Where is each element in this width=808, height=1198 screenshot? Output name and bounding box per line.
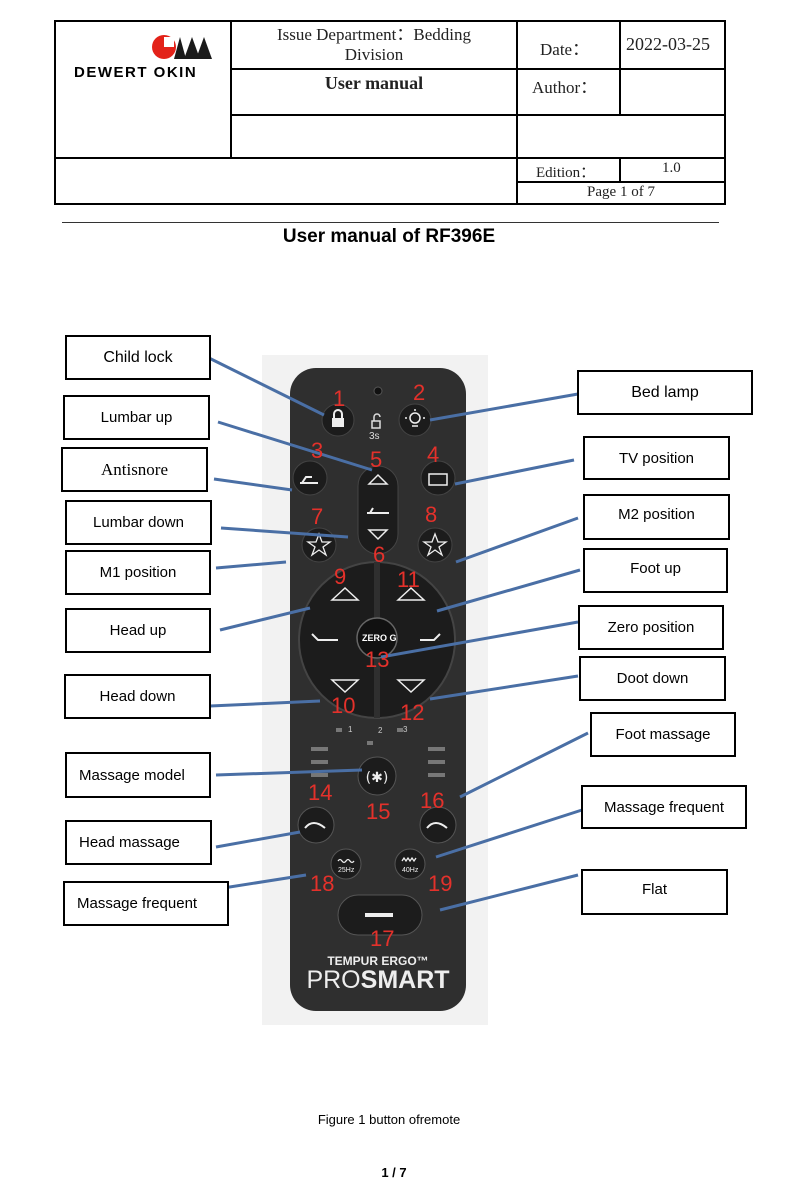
- lumbar-icon: [367, 507, 389, 514]
- separator-line: [62, 222, 719, 223]
- freq-25hz-button: [330, 848, 362, 880]
- unlock-icon: [371, 413, 381, 429]
- callout-doot-down: Doot down: [579, 656, 726, 701]
- callout-bed-lamp: Bed lamp: [577, 370, 753, 415]
- callout-head-up: Head up: [65, 608, 211, 653]
- num-1: 1: [333, 386, 346, 411]
- foot-down-arrow-icon: [396, 679, 426, 694]
- vibration-icon: (✱): [366, 770, 389, 786]
- num-17: 17: [370, 926, 395, 951]
- level-2-label: 2: [378, 726, 383, 735]
- callout-foot-massage: Foot massage: [590, 712, 736, 757]
- freq-40hz-label: 40Hz: [402, 867, 419, 874]
- callout-antisnore: Antisnore: [61, 447, 208, 492]
- num-9: 9: [334, 564, 347, 589]
- callout-head-massage: Head massage: [65, 820, 212, 865]
- lumbar-rocker: [357, 465, 399, 555]
- edition-value: 1.0: [662, 160, 681, 176]
- freq-40hz-button: [394, 848, 426, 880]
- num-14: 14: [308, 780, 333, 805]
- lumbar-down-arrow-icon: [367, 529, 389, 541]
- callout-child-lock: Child lock: [65, 335, 211, 380]
- num-3: 3: [311, 438, 324, 463]
- lock-icon: [332, 418, 344, 427]
- lock-hint-label: 3s: [369, 431, 380, 442]
- num-6: 6: [373, 542, 386, 567]
- brand-smart: SMART: [360, 966, 450, 994]
- foot-bed-icon: [420, 633, 441, 641]
- star-icon-m2: [421, 532, 449, 557]
- num-4: 4: [427, 442, 440, 467]
- num-18: 18: [310, 871, 335, 896]
- foot-up-arrow-icon: [396, 586, 426, 601]
- brand-pro: PRO: [306, 966, 361, 994]
- massage-mode-button: [357, 756, 397, 796]
- callout-massage-frequent-right: Massage frequent: [581, 785, 747, 829]
- date-value: 2022-03-25: [626, 34, 710, 54]
- num-16: 16: [420, 788, 445, 813]
- company-logo: [152, 35, 212, 59]
- tv-position-button: [420, 460, 456, 496]
- brand-line: TEMPUR ERGO™: [327, 954, 429, 968]
- manual-label: User manual: [324, 73, 424, 93]
- head-massage-button: [297, 806, 335, 844]
- zero-g-button: [356, 617, 398, 659]
- issue-department: Issue Department：Bedding Division: [276, 25, 472, 64]
- author-label: Author：: [532, 78, 598, 97]
- callout-foot-up: Foot up: [583, 548, 728, 593]
- indicator-led: [373, 386, 383, 396]
- level-1-label: 1: [348, 725, 353, 734]
- leader-lines: [208, 356, 589, 912]
- head-down-arrow-icon: [330, 679, 360, 694]
- num-5: 5: [370, 447, 383, 472]
- figure-caption: Figure 1 button ofremote: [317, 1112, 461, 1127]
- callout-m1-position: M1 position: [65, 550, 211, 595]
- bed-lamp-button: [398, 403, 432, 437]
- head-massage-icon: [304, 822, 326, 829]
- wave-icon-40: [401, 856, 417, 863]
- m2-position-button: [417, 527, 453, 563]
- page-info: Page 1 of 7: [587, 184, 655, 200]
- star-icon-m1: [305, 532, 333, 557]
- num-8: 8: [425, 502, 438, 527]
- num-2: 2: [413, 380, 426, 405]
- callout-head-down: Head down: [64, 674, 211, 719]
- head-up-arrow-icon: [330, 586, 360, 601]
- num-12: 12: [400, 700, 425, 725]
- callout-lumbar-down: Lumbar down: [65, 500, 212, 545]
- company-name: DEWERT OKIN: [74, 64, 198, 81]
- num-19: 19: [428, 871, 453, 896]
- num-15: 15: [366, 799, 391, 824]
- num-10: 10: [331, 693, 356, 718]
- freq-25hz-label: 25Hz: [338, 867, 355, 874]
- callout-m2-position: M2 position: [583, 494, 730, 540]
- level-3-label: 3: [403, 725, 408, 734]
- callout-flat: Flat: [581, 869, 728, 915]
- wave-icon-25: [337, 858, 355, 864]
- num-7: 7: [311, 504, 324, 529]
- date-label: Date：: [540, 40, 590, 59]
- foot-massage-icon: [426, 822, 448, 829]
- num-13: 13: [365, 647, 390, 672]
- zero-g-label: ZERO G: [362, 633, 397, 643]
- brand-logo: PROSMART: [290, 966, 466, 995]
- callout-zero-position: Zero position: [578, 605, 724, 650]
- bulb-icon: [409, 412, 421, 424]
- tv-icon: [428, 473, 448, 486]
- num-11: 11: [397, 567, 420, 592]
- callout-massage-frequent-left: Massage frequent: [63, 881, 229, 926]
- callout-massage-model: Massage model: [65, 752, 211, 798]
- foot-massage-button: [419, 806, 457, 844]
- page-number: 1 / 7: [381, 1165, 407, 1180]
- edition-label: Edition：: [536, 165, 596, 181]
- callout-lumbar-up: Lumbar up: [63, 395, 210, 440]
- callout-tv-position: TV position: [583, 436, 730, 480]
- antisnore-icon: [300, 476, 318, 484]
- lumbar-up-arrow-icon: [367, 473, 389, 485]
- massage-level-leds: [311, 728, 445, 777]
- head-bed-icon: [311, 633, 338, 641]
- page-title: User manual of RF396E: [282, 226, 496, 247]
- flat-icon: [365, 913, 393, 917]
